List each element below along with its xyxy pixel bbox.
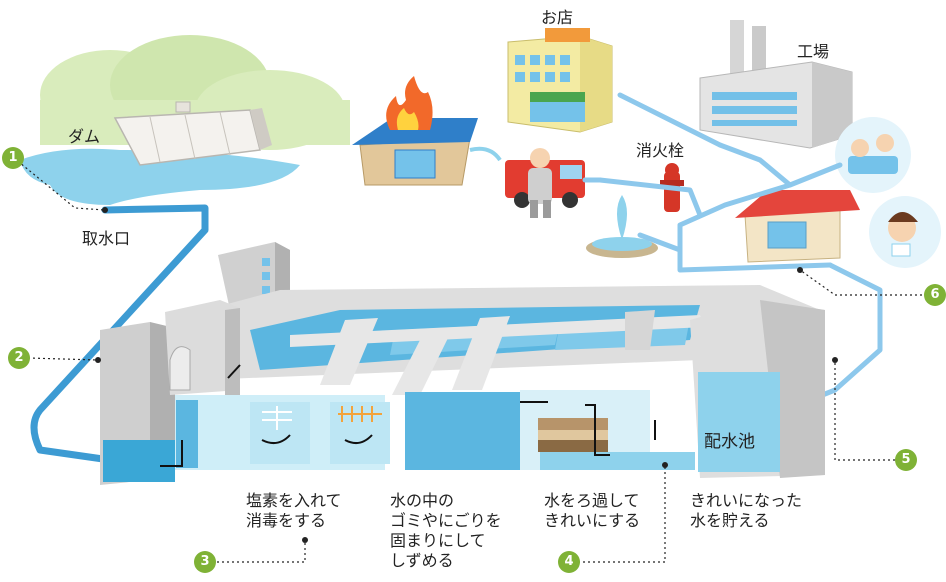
marker-4: 4 [558, 551, 580, 573]
label-intake: 取水口 [82, 229, 131, 248]
label-store: お店 [541, 8, 574, 27]
marker-5: 5 [895, 449, 917, 471]
store-building [507, 28, 613, 133]
leader-lines [13, 157, 932, 563]
label-factory: 工場 [797, 42, 830, 61]
factory-building [699, 20, 853, 149]
fire-truck [469, 146, 585, 218]
flocculation-paddles [338, 406, 382, 422]
house [735, 190, 860, 263]
dam-lake [20, 148, 300, 205]
marker-3: 3 [194, 551, 216, 573]
label-chlorine: 塩素を入れて 消毒をする [246, 491, 342, 530]
label-hydrant: 消火栓 [636, 141, 685, 160]
label-dam: ダム [68, 127, 101, 146]
fire-hydrant [660, 163, 684, 212]
label-reservoir: 配水池 [704, 432, 755, 452]
marker-2: 2 [8, 347, 30, 369]
girl-drinking-bubble [869, 196, 941, 268]
marker-1: 1 [2, 147, 24, 169]
intake-building [100, 322, 175, 485]
family-bath-bubble [835, 117, 911, 193]
label-sediment: 水の中の ゴミやにごりを 固まりにして しずめる [390, 491, 502, 570]
treatment-plant [165, 285, 825, 478]
raw-water-pipe [30, 204, 209, 464]
leader-dots [95, 207, 838, 543]
fountain [586, 195, 658, 258]
dam [113, 101, 272, 166]
label-storage: きれいになった 水を貯える [690, 491, 803, 530]
marker-6: 6 [924, 284, 946, 306]
flow-arrows [160, 364, 656, 467]
chlorine-mixer [262, 406, 292, 430]
burning-house [352, 76, 478, 186]
plant-cross-section [175, 390, 695, 470]
label-filter: 水をろ過して きれいにする [544, 491, 641, 530]
